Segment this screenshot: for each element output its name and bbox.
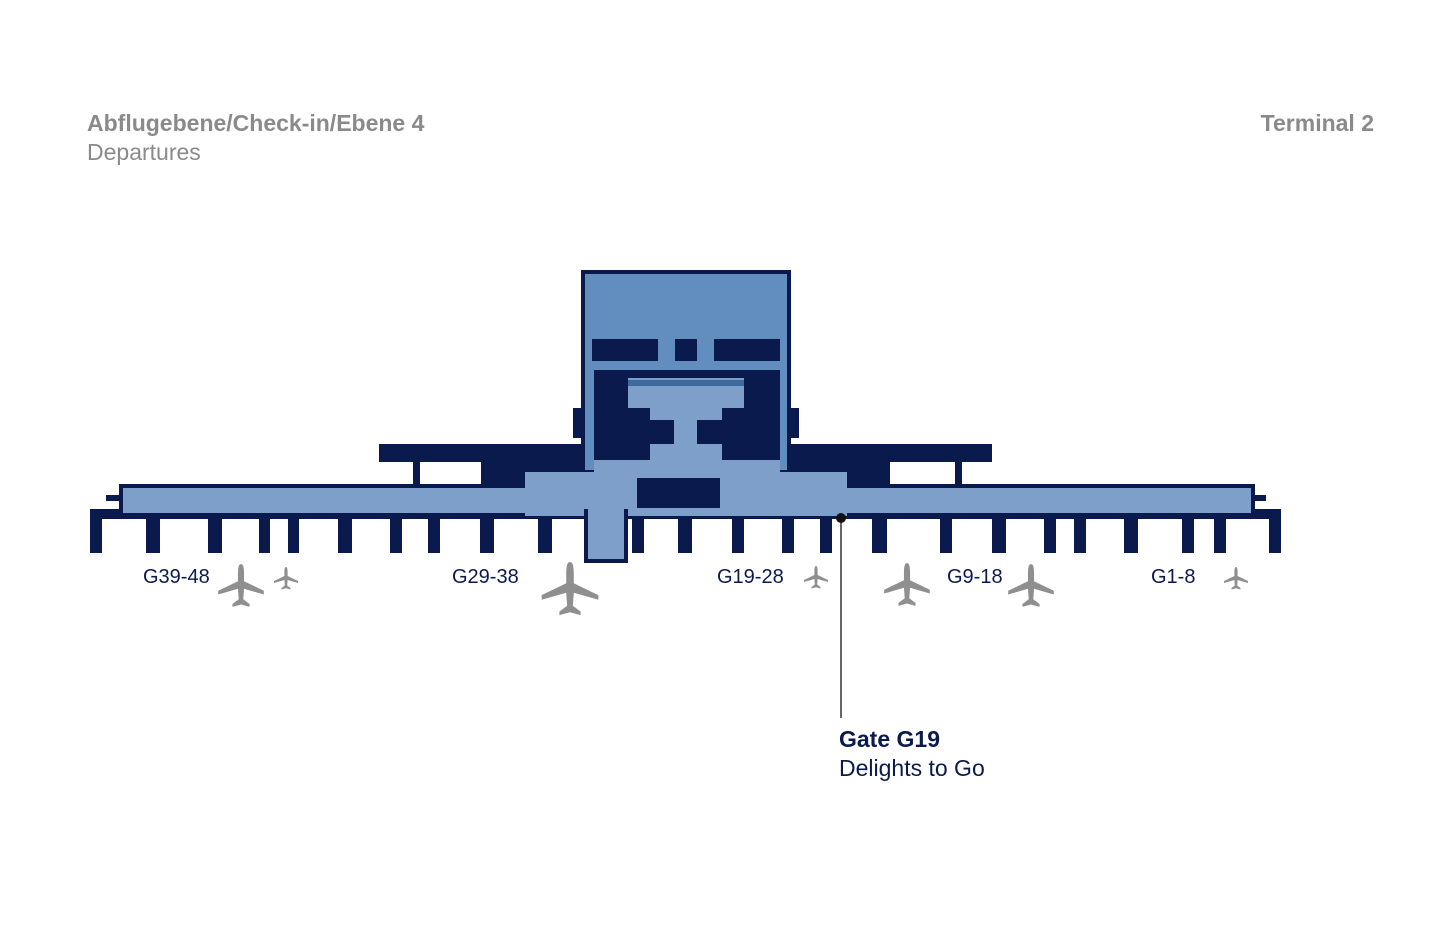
gate-callout: Gate G19 Delights to Go (839, 724, 985, 782)
callout-gate-name: Gate G19 (839, 726, 940, 752)
gate-group-label: G1-8 (1151, 566, 1195, 588)
airplane-icon (1008, 564, 1054, 607)
terminal-title: Terminal 2 (1260, 110, 1374, 136)
level-title: Abflugebene/Check-in/Ebene 4 (87, 110, 425, 136)
gate-labels: G39-48 G29-38 G19-28 G9-18 G1-8 (143, 566, 1195, 588)
airplane-icon (1224, 567, 1248, 590)
central-connector (525, 472, 847, 563)
airplane-icon (804, 566, 828, 589)
airplane-icon (541, 562, 599, 616)
location-dot-icon (836, 513, 846, 523)
callout-shop-name: Delights to Go (839, 755, 985, 781)
airplane-icon (218, 564, 264, 607)
gate-group-label: G19-28 (717, 566, 784, 588)
level-header: Abflugebene/Check-in/Ebene 4 Departures (87, 108, 424, 166)
gate-group-label: G29-38 (452, 566, 519, 588)
terminal-header: Terminal 2 (1261, 108, 1374, 138)
gate-group-label: G9-18 (947, 566, 1003, 588)
airplane-icon (884, 563, 930, 606)
upper-wings (106, 444, 1266, 501)
central-building (573, 270, 799, 474)
gate-group-label: G39-48 (143, 566, 210, 588)
airplane-icon (274, 567, 298, 590)
gate-stubs (146, 515, 1226, 553)
level-subtitle: Departures (87, 139, 201, 165)
location-marker (836, 513, 846, 718)
